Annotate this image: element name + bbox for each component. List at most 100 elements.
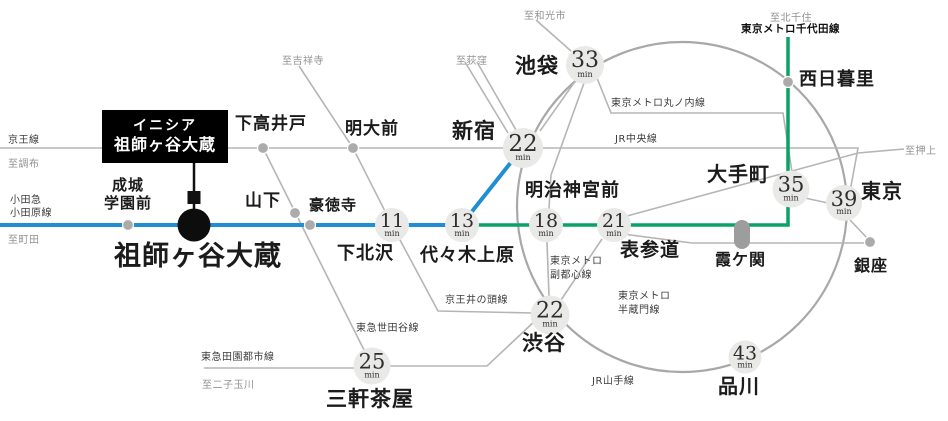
- line-label-chuo: JR中央線: [615, 134, 658, 145]
- badge-minutes: 35: [777, 172, 805, 197]
- station-dot-yamashita: [288, 206, 302, 220]
- station-label-yamashita: 山下: [245, 191, 281, 211]
- line-label-marunouchi: 東京メトロ丸ノ内線: [611, 98, 706, 109]
- destination-label-chofu: 至調布: [8, 159, 40, 170]
- badge-minutes: 25: [358, 349, 386, 374]
- station-label-ikebukuro: 池袋: [515, 53, 559, 78]
- time-badge-shibuya: 22 min: [530, 295, 570, 335]
- badge-unit: min: [737, 360, 753, 370]
- destination-label-kichijoji: 至吉祥寺: [282, 56, 324, 67]
- time-badge-tokyo: 39 min: [826, 185, 862, 221]
- line-label-yamanote: JR山手線: [592, 376, 635, 387]
- wakoshi-leader: [535, 19, 572, 52]
- badge-unit: min: [364, 370, 380, 380]
- time-badge-shinjuku: 22 min: [503, 128, 543, 168]
- ogikubo-leader-1: [464, 61, 509, 134]
- badge-unit: min: [454, 228, 470, 238]
- home-station-marker: [177, 163, 211, 242]
- line-label-setagaya: 東急世田谷線: [356, 323, 419, 334]
- property-box-name: 祖師ヶ谷大蔵: [113, 135, 216, 155]
- station-label-shibuya: 渋谷: [522, 330, 566, 355]
- marunouchi-line: [596, 77, 793, 173]
- badge-minutes: 18: [533, 210, 559, 233]
- station-label-nishi-nippori: 西日暮里: [799, 69, 875, 90]
- ikebukuro-shinjuku-link: [539, 79, 577, 132]
- fukutoshin-line-north: [548, 82, 585, 210]
- time-badge-yoyogi-uehara: 13 min: [445, 208, 479, 242]
- station-label-seijogakuen-mae: 成城 学園前: [103, 176, 152, 212]
- station-dot-gotokuji: [303, 218, 317, 232]
- badge-unit: min: [515, 153, 531, 163]
- station-label-shimotakaido: 下高井戸: [235, 114, 307, 134]
- destination-label-machida: 至町田: [8, 235, 40, 246]
- station-label-shinagawa: 品川: [718, 374, 760, 398]
- chiyoda-line: [462, 37, 790, 227]
- station-dot-seijogakuen-mae: [121, 218, 135, 232]
- fukutoshin-line-south: [546, 241, 550, 297]
- badge-minutes: 22: [508, 130, 538, 157]
- line-label-odakyu-1: 小田急: [10, 195, 42, 206]
- time-badge-ikebukuro: 33 min: [566, 46, 604, 84]
- station-dot-nishi-nippori: [781, 75, 795, 89]
- station-label-meiji-jingumae: 明治神宮前: [525, 180, 620, 201]
- badge-unit: min: [606, 228, 622, 238]
- property-box: イニシア 祖師ヶ谷大蔵: [102, 110, 228, 163]
- badge-unit: min: [836, 207, 852, 217]
- station-dot-shimotakaido: [256, 141, 270, 155]
- kasumigaseki-station-pill: [734, 220, 750, 249]
- station-label-otemachi: 大手町: [707, 162, 770, 186]
- badge-minutes: 43: [732, 342, 758, 365]
- time-badge-otemachi: 35 min: [772, 170, 810, 208]
- gray-rail-lines: [0, 19, 905, 369]
- badge-minutes: 33: [571, 48, 599, 74]
- station-dots: [121, 75, 877, 249]
- badge-unit: min: [538, 228, 554, 238]
- station-label-soshigaya-okura: 祖師ヶ谷大蔵: [114, 241, 282, 272]
- line-label-chiyoda: 東京メトロ千代田線: [741, 23, 840, 35]
- line-label-denentoshi: 東急田園都市線: [201, 352, 275, 363]
- denentoshi-line-east: [390, 318, 538, 367]
- station-label-shinjuku: 新宿: [452, 118, 496, 143]
- station-label-sangenjaya: 三軒茶屋: [326, 386, 414, 411]
- ginza-tokyo-link: [849, 219, 870, 241]
- badge-unit: min: [384, 228, 400, 238]
- badge-unit: min: [783, 193, 799, 203]
- badge-minutes: 11: [379, 210, 405, 233]
- otemachi-tokyo-link: [804, 197, 829, 204]
- inokashira-line: [298, 65, 534, 314]
- line-label-hanzomon: 東京メトロ 半蔵門線: [618, 291, 671, 316]
- time-badge-sangenjaya: 25 min: [353, 347, 391, 385]
- ginza-line: [622, 233, 866, 244]
- ogikubo-leader-2: [476, 61, 517, 131]
- destination-label-kita-senju: 至北千住: [770, 13, 812, 24]
- badge-minutes: 13: [449, 210, 475, 233]
- station-label-yoyogi-uehara: 代々木上原: [420, 245, 515, 266]
- hanzomon-line-southwest: [560, 238, 603, 301]
- line-label-fukutoshin: 東京メトロ 副都心線: [550, 256, 603, 281]
- station-label-shimokitazawa: 下北沢: [337, 243, 394, 264]
- station-label-meidaimae: 明大前: [345, 119, 399, 139]
- station-label-kasumigaseki: 霞ケ関: [715, 250, 767, 269]
- odakyu-line-shinjuku-branch: [464, 154, 518, 221]
- destination-label-oshiage: 至押上: [905, 146, 937, 157]
- setagaya-line: [262, 147, 373, 367]
- time-badge-shimokitazawa: 11 min: [375, 208, 409, 242]
- time-badge-omotesando: 21 min: [597, 208, 631, 242]
- line-label-odakyu-2: 小田原線: [10, 208, 52, 219]
- badge-minutes: 21: [601, 210, 627, 233]
- line-label-keio: 京王線: [8, 135, 40, 146]
- destination-label-wakoshi: 至和光市: [524, 11, 566, 22]
- chuo-line: [542, 147, 859, 198]
- time-badge-meiji-jingumae: 18 min: [529, 208, 563, 242]
- time-badge-shinagawa: 43 min: [728, 340, 762, 374]
- station-label-omotesando: 表参道: [620, 239, 681, 261]
- badge-minutes: 22: [536, 298, 564, 324]
- line-label-inokashira: 京王井の頭線: [445, 295, 508, 306]
- home-station-square: [187, 191, 201, 204]
- destination-label-futako-tamagawa: 至二子玉川: [202, 380, 255, 391]
- station-dot-meidaimae: [346, 141, 360, 155]
- station-dot-ginza: [863, 235, 877, 249]
- badge-minutes: 39: [830, 186, 858, 211]
- property-box-brand: イニシア: [133, 117, 197, 134]
